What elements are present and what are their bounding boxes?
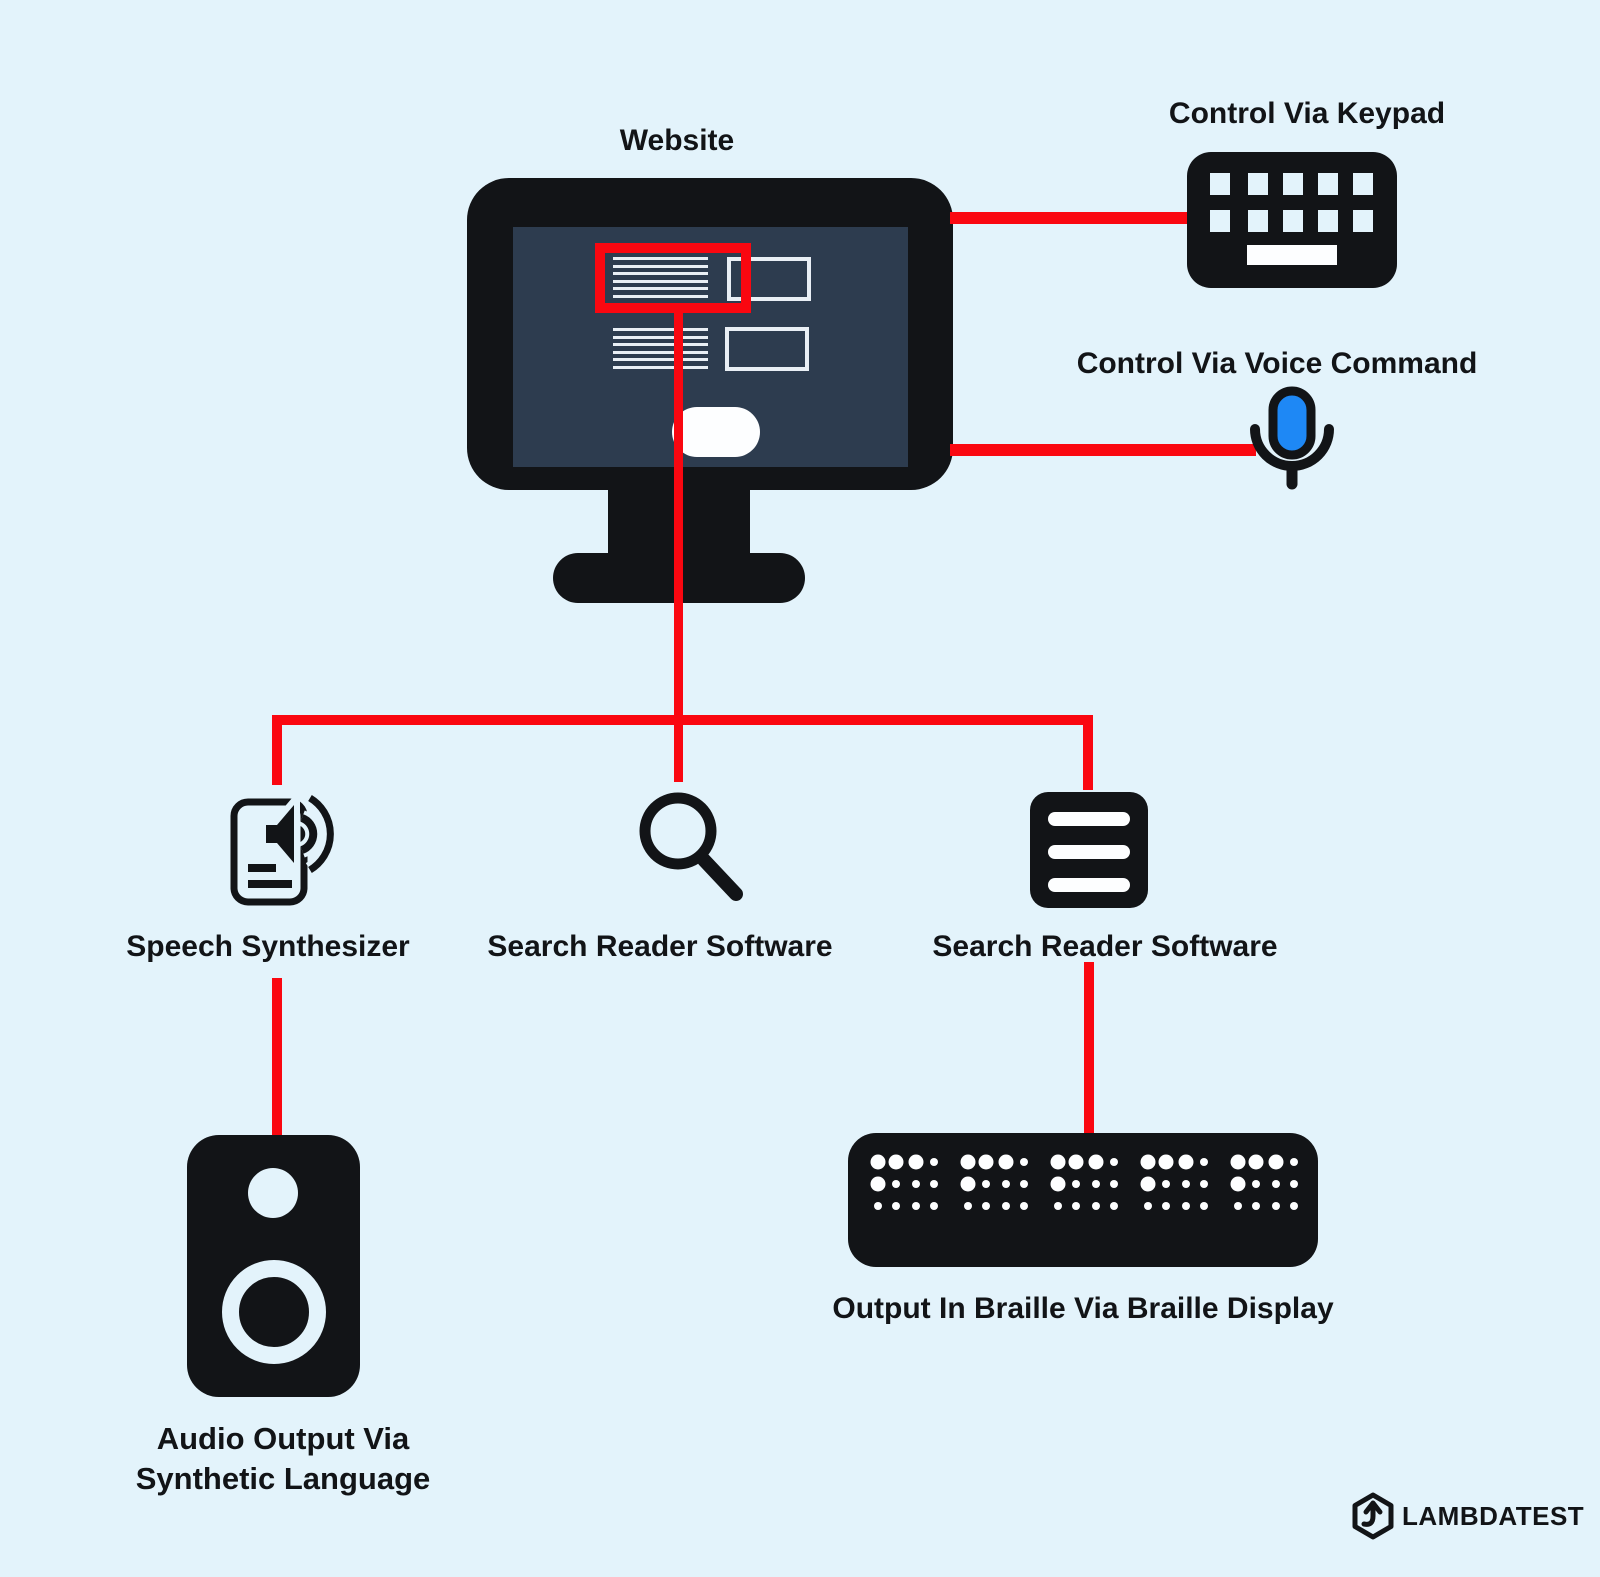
speaker-icon — [187, 1135, 360, 1397]
connector-speech-speaker — [272, 978, 282, 1135]
screen-text-block-2 — [613, 328, 708, 374]
speaker-woofer — [222, 1260, 326, 1364]
keyboard-spacebar — [1247, 245, 1337, 265]
braille-output-label: Output In Braille Via Braille Display — [832, 1292, 1334, 1325]
connector-drop-speech — [272, 715, 282, 785]
voice-command-label: Control Via Voice Command — [1076, 347, 1478, 380]
screen-frame-2 — [725, 327, 809, 371]
connector-horizontal-bus — [272, 715, 1092, 725]
connector-reader-braille — [1084, 962, 1094, 1133]
lambdatest-logo-text: LAMBDATEST — [1402, 1500, 1585, 1531]
lambdatest-hexagon-icon — [1352, 1492, 1394, 1540]
search-reader-right-label: Search Reader Software — [932, 930, 1278, 963]
speaker-tweeter — [248, 1168, 298, 1218]
connector-monitor-down — [674, 303, 683, 782]
website-label: Website — [619, 124, 735, 157]
connector-monitor-keyboard — [950, 212, 1187, 224]
speech-document-icon — [230, 788, 339, 906]
keyboard-icon — [1187, 152, 1397, 288]
microphone-icon — [1250, 386, 1334, 490]
screen-text-block-1 — [613, 257, 708, 303]
screen-button — [672, 407, 760, 457]
document-lines-icon — [1030, 792, 1148, 908]
screen-highlight-rect — [595, 243, 751, 313]
search-reader-center-label: Search Reader Software — [487, 930, 833, 963]
lambdatest-logo: LAMBDATEST — [1352, 1492, 1584, 1540]
screen-frame-1 — [727, 257, 811, 301]
braille-display-icon — [848, 1133, 1318, 1267]
connector-monitor-microphone — [950, 444, 1256, 456]
speech-synthesizer-label: Speech Synthesizer — [126, 930, 410, 963]
audio-output-label: Audio Output Via Synthetic Language — [135, 1421, 431, 1497]
keypad-label: Control Via Keypad — [1168, 97, 1446, 130]
magnifier-icon — [639, 792, 743, 901]
connector-drop-reader — [1083, 715, 1093, 790]
